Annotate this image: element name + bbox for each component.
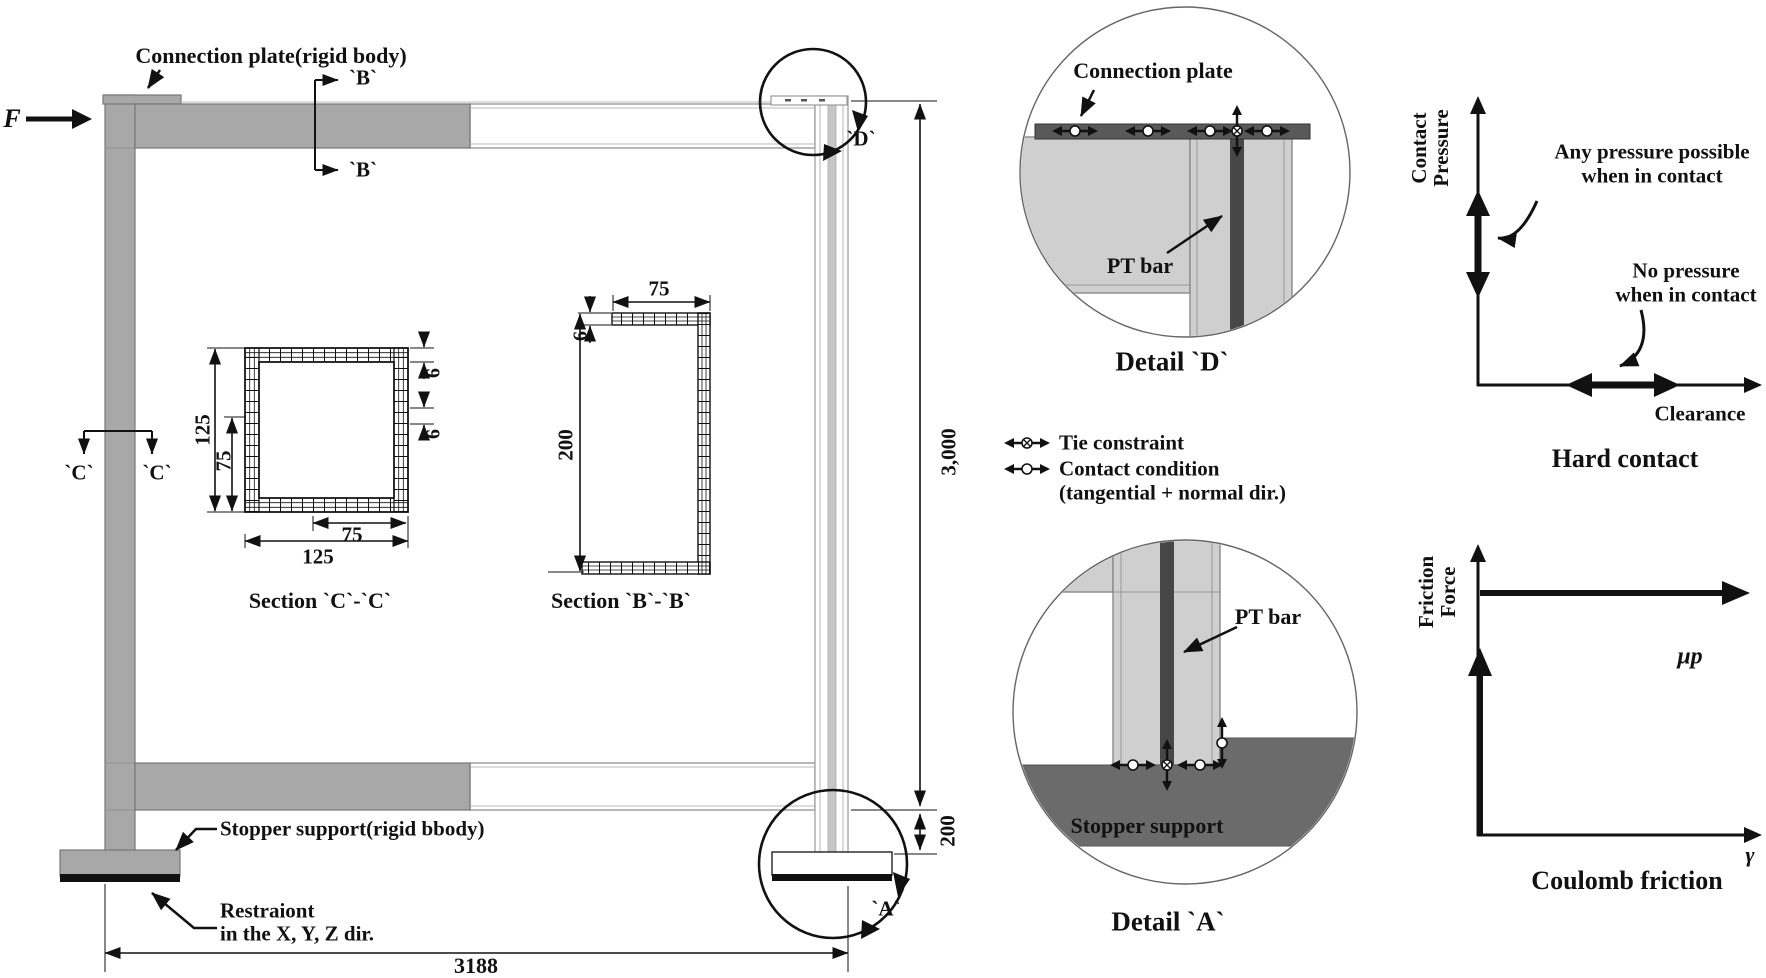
pt-bar-strip [827, 95, 837, 853]
hard-contact-title: Hard contact [1551, 444, 1699, 473]
contact-condition-symbol [1002, 462, 1052, 476]
section-bb [548, 295, 711, 575]
bb-dim-75: 75 [648, 276, 670, 301]
detail-a-circle-ref [757, 788, 910, 940]
cc-dim-6-mid: 6 [422, 429, 445, 439]
detail-a-ptbar-label: PT bar [1234, 604, 1302, 629]
coulomb-title: Coulomb friction [1531, 866, 1723, 895]
force-arrow [26, 109, 92, 129]
stopper-leader [175, 827, 217, 851]
cc-dim-125-h: 125 [302, 544, 334, 569]
hard-contact-ylabel-line2: Pressure [1429, 109, 1453, 187]
section-cut-b [314, 74, 339, 176]
coulomb-ylabel: Friction Force [1413, 555, 1460, 629]
section-cc-caption: Section `C`-`C` [248, 588, 392, 613]
tie-symbol [1160, 737, 1174, 793]
coulomb-xlabel: γ [1745, 842, 1755, 867]
section-marker-b-bottom: `B` [349, 157, 377, 182]
base-plate-right [771, 851, 893, 876]
restraint-strip-right [772, 874, 892, 881]
force-label: F [3, 104, 21, 133]
restraint-label-line2: in the X, Y, Z dir. [220, 921, 375, 946]
dim-3000: 3,000 [936, 428, 961, 476]
restraint-strip-left [60, 874, 180, 882]
note-any-line2: when in contact [1581, 163, 1723, 187]
tie-constraint-symbol [1002, 436, 1052, 450]
coulomb-friction-chart [1468, 544, 1762, 843]
detail-a-ref-label: `A` [871, 896, 901, 921]
legend-contact-label-line1: Contact condition [1059, 456, 1220, 481]
main-frame [26, 47, 937, 972]
y-axis-arrow [1470, 96, 1486, 114]
detail-d-caption: Detail `D` [1115, 346, 1229, 377]
detail-d-ptbar-label: PT bar [1106, 253, 1174, 278]
section-bb-caption: Section `B`-`B` [551, 588, 691, 613]
hard-contact-chart [1466, 96, 1762, 397]
cc-dim-125-v: 125 [190, 414, 215, 446]
note-no-arrow [1619, 309, 1646, 368]
note-no-line1: No pressure [1632, 258, 1740, 283]
note-no-line2: when in contact [1615, 282, 1757, 306]
detail-d-circle-ref [758, 47, 868, 161]
note-no-pressure: No pressure when in contact [1615, 259, 1756, 306]
detail-d-ref-label: `D` [846, 126, 876, 151]
bb-dim-200: 200 [553, 429, 578, 461]
hard-contact-xlabel: Clearance [1654, 401, 1746, 426]
restraint-leader [151, 892, 217, 930]
top-beam-outline [469, 103, 816, 149]
stopper-support-left [59, 849, 181, 877]
x-axis-arrow [1744, 827, 1762, 843]
cc-dim-6-top: 6 [422, 368, 445, 378]
detail-a-stopper-label: Stopper support [1070, 813, 1224, 838]
dim-200: 200 [935, 815, 960, 847]
section-marker-b-top: `B` [349, 65, 377, 90]
tie-symbol [1230, 103, 1244, 159]
bb-dim-6: 6 [569, 331, 592, 341]
note-any-pressure: Any pressure possible when in contact [1554, 140, 1749, 187]
detail-a-pt-bar [1160, 541, 1174, 765]
detail-d-pt-bar [1230, 139, 1244, 336]
x-axis-arrow [1744, 377, 1762, 393]
section-marker-c-left: `C` [64, 460, 94, 485]
coulomb-limit-label: μp [1677, 643, 1703, 670]
bottom-beam-outline [469, 762, 816, 811]
top-beam [134, 103, 471, 149]
coulomb-ylabel-line2: Force [1436, 566, 1460, 618]
cc-dim-75-v: 75 [211, 450, 236, 472]
legend-tie-label: Tie constraint [1059, 430, 1185, 455]
detail-a-beam [1014, 541, 1114, 593]
section-cut-c [78, 430, 158, 455]
connection-plate-leader [146, 68, 165, 89]
hard-contact-ylabel-line1: Contact [1406, 112, 1431, 184]
dim-3188: 3188 [454, 953, 498, 978]
connection-plate-right [770, 95, 848, 106]
detail-a-boundary [1012, 539, 1358, 885]
coulomb-ylabel-line1: Friction [1413, 555, 1438, 629]
stopper-support-label: Stopper support(rigid bbody) [220, 816, 485, 841]
legend-symbols [1002, 436, 1052, 476]
y-axis-arrow [1470, 544, 1486, 562]
detail-d-boundary [1019, 6, 1351, 338]
detail-d-plate-leader [1079, 89, 1096, 117]
detail-a-ptbar-leader [1183, 625, 1238, 654]
note-any-arrow [1497, 200, 1539, 248]
contact-symbol [1215, 715, 1229, 771]
cc-dim-75-h: 75 [341, 522, 363, 547]
section-cc [207, 331, 434, 548]
detail-d-ptbar-leader [1166, 214, 1223, 255]
note-any-line1: Any pressure possible [1554, 139, 1750, 164]
left-column [104, 94, 136, 853]
hard-contact-ylabel: Contact Pressure [1406, 109, 1453, 187]
bottom-beam [134, 762, 471, 811]
frame-dimensions [104, 100, 937, 972]
detail-d-plate-label: Connection plate [1073, 58, 1233, 83]
restraint-label-line1: Restraiont [220, 898, 315, 923]
connection-plate-left [102, 94, 182, 105]
legend-contact-label-line2: (tangential + normal dir.) [1059, 480, 1287, 505]
section-marker-c-right: `C` [142, 460, 172, 485]
detail-a-caption: Detail `A` [1111, 906, 1225, 937]
connection-plate-label: Connection plate(rigid body) [135, 43, 407, 68]
